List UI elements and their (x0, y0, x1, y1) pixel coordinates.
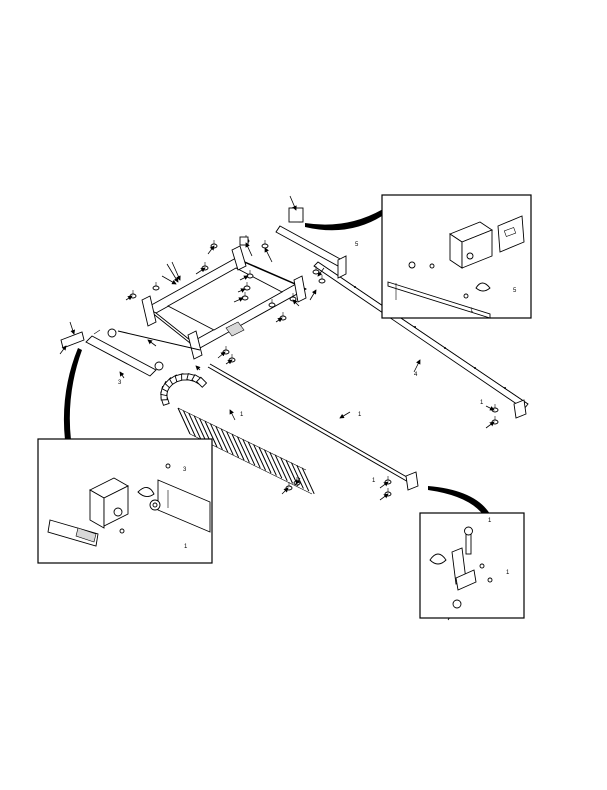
end-bracket (513, 399, 527, 419)
end-plate (60, 331, 85, 349)
chain-link (296, 464, 310, 492)
leader-arrow (309, 289, 317, 301)
end-bracket (405, 471, 419, 491)
leader-arrow (275, 317, 283, 323)
chain-link (236, 436, 250, 463)
leader-arrow (207, 245, 215, 255)
drive-box (89, 477, 129, 529)
chain-link (274, 454, 288, 482)
washer (152, 285, 160, 291)
chain-link (258, 446, 272, 474)
leader-arrow (485, 405, 495, 411)
callout-detail-tr-b: 1 (470, 308, 474, 314)
chain-link (177, 407, 191, 435)
long-rod (207, 363, 413, 484)
callout-detail-br-b: 1 (506, 570, 510, 576)
chain-link (242, 438, 256, 466)
detail-box-bottom-right (419, 486, 525, 619)
washer (318, 278, 326, 284)
callout-drag-chain: 1 (240, 412, 244, 418)
leader-arrow (225, 359, 233, 365)
main-rail (313, 261, 529, 410)
top-bracket-rail (275, 225, 347, 279)
leader-arrow (166, 263, 179, 283)
leader-arrow (281, 487, 289, 495)
nut (239, 236, 249, 246)
chain-link (231, 433, 245, 461)
leader-arrow (295, 477, 301, 485)
motor-housing (449, 221, 493, 269)
callout-long-rod: 1 (358, 412, 362, 418)
chain-link (247, 441, 261, 469)
left-bar (85, 328, 164, 377)
leader-arrow (339, 411, 351, 419)
bracket-block (288, 207, 304, 223)
washer (129, 293, 137, 299)
callout-detail-br-a: 1 (488, 518, 492, 524)
washer (261, 243, 269, 249)
leader-arrow (413, 359, 421, 373)
leader-arrow (147, 339, 157, 347)
connector-rod (117, 330, 201, 351)
leader-arrow (237, 288, 246, 293)
detail-box-left (37, 348, 213, 564)
washer (491, 419, 499, 425)
callout-right-bracket-a: 1 (480, 400, 484, 406)
chain-link (290, 462, 304, 489)
chain-link (188, 412, 202, 440)
chain-link (193, 415, 207, 443)
washer (312, 269, 320, 275)
washer (268, 302, 276, 308)
leader-arrow (245, 242, 253, 257)
leader-arrow (125, 295, 133, 301)
leader-arrow (264, 247, 273, 263)
leader-arrow (289, 195, 297, 211)
leader-arrow (379, 481, 389, 489)
callout-detail-l-b: 1 (184, 544, 188, 550)
chain-link (204, 420, 218, 448)
detail-box-top-right (305, 194, 532, 319)
washer (279, 315, 287, 321)
leader-arrow (239, 275, 249, 281)
callout-left-cover: 3 (118, 380, 122, 386)
leader-arrow (171, 261, 181, 281)
leader-arrow (292, 299, 300, 307)
chain-link (215, 425, 229, 453)
chain-link (209, 423, 223, 450)
leader-arrow (379, 493, 389, 501)
leader-arrow (119, 371, 125, 379)
fasteners (60, 207, 527, 497)
callout-detail-l-a: 3 (183, 467, 187, 473)
chain-link (195, 376, 208, 388)
washer (491, 407, 499, 413)
chain-link (226, 431, 240, 458)
chain-link (301, 467, 315, 495)
chain-link (263, 449, 277, 476)
chain-link (220, 428, 234, 456)
leader-arrow (69, 321, 76, 335)
leader-arrow (217, 351, 226, 359)
carriage-frame (141, 245, 307, 360)
callout-top-bracket: 5 (355, 242, 359, 248)
leader-arrow (229, 409, 236, 421)
leader-arrow (317, 267, 325, 277)
chain-edge (177, 407, 307, 471)
leader-arrow (195, 267, 206, 275)
callout-detail-tr-a: 5 (513, 288, 517, 294)
callout-right-bracket-b: 1 (372, 478, 376, 484)
leader-arrow (485, 421, 495, 429)
chain-link (280, 457, 294, 484)
chain-link (269, 451, 283, 479)
chain-link (182, 410, 196, 437)
leader-arrow (59, 345, 67, 355)
leader-arrow (161, 275, 177, 285)
callout-main-rail: 4 (414, 372, 418, 378)
chain-link (253, 444, 267, 471)
leader-arrow (195, 365, 201, 371)
callouts: 4 1 1 5 3 1 1 5 1 3 1 1 1 (118, 242, 517, 576)
leader-arrow (233, 297, 244, 303)
